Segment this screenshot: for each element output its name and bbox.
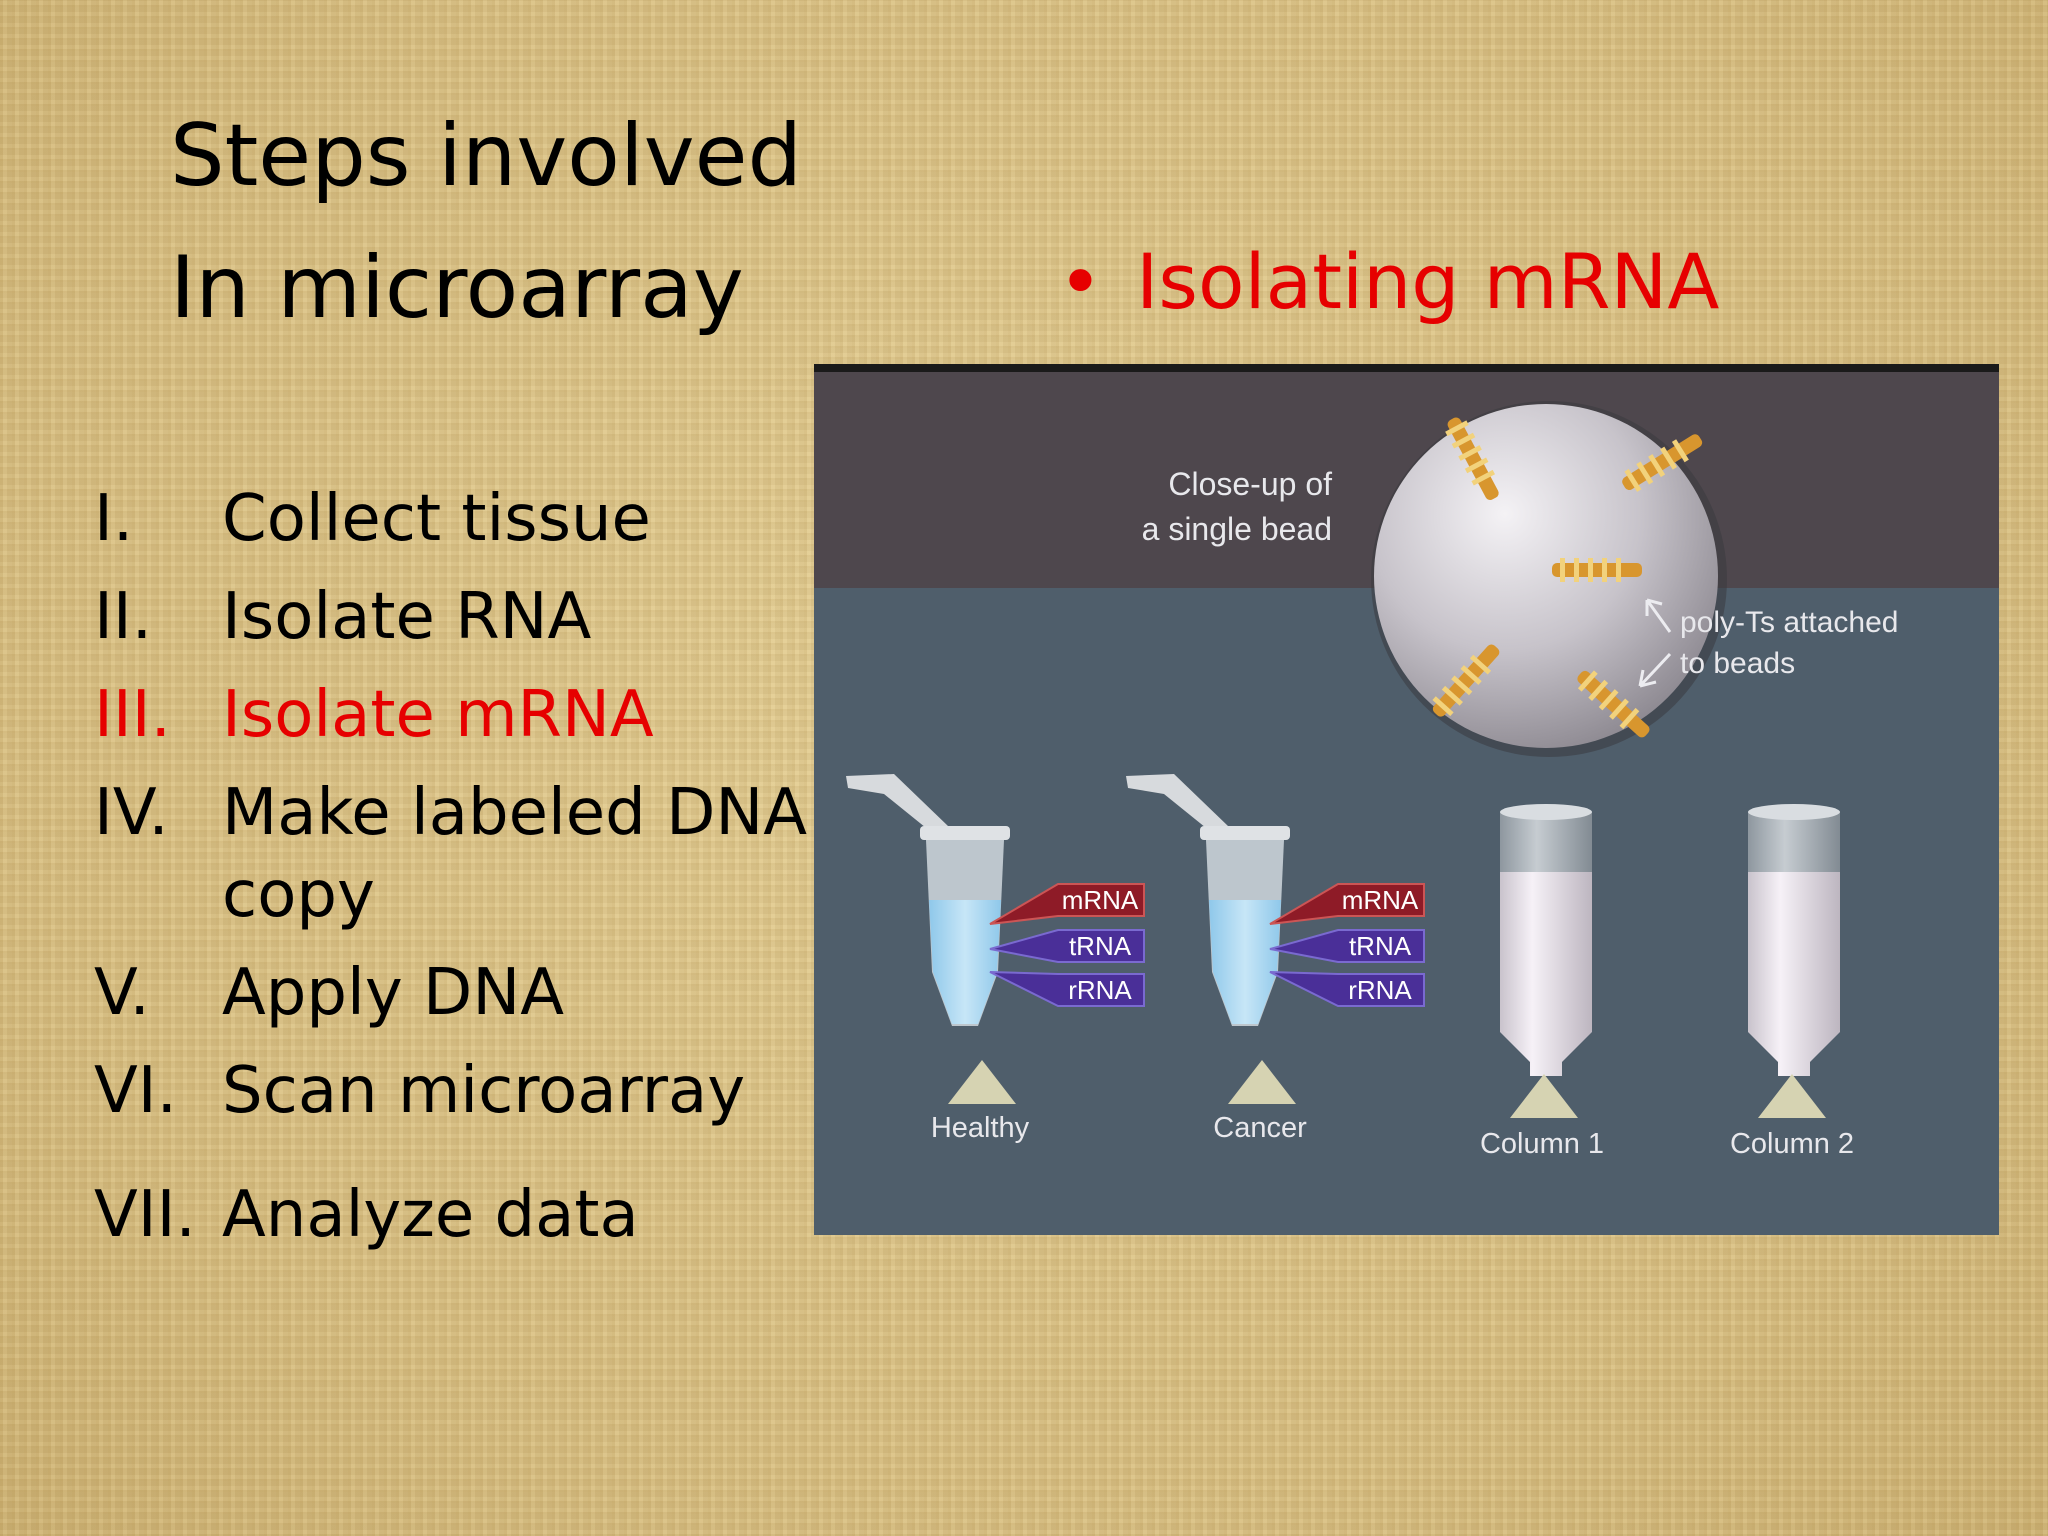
step-text: Isolate mRNA bbox=[222, 678, 654, 752]
step-number: III. bbox=[94, 678, 171, 752]
mrna-isolation-figure: Close-up of a single bead poly-Ts attach… bbox=[814, 364, 1999, 1235]
column-2-label: Column 2 bbox=[1730, 1128, 1854, 1160]
trna-tag bbox=[989, 929, 1145, 963]
step-number: V. bbox=[94, 956, 150, 1030]
bead-caption-line-2: a single bead bbox=[1142, 511, 1332, 547]
rrna-tag bbox=[1269, 971, 1425, 1007]
column-2-icon bbox=[1748, 804, 1840, 1076]
cancer-rna-tags: mRNA tRNA rRNA bbox=[1269, 883, 1425, 1007]
figure-top-border bbox=[814, 364, 1999, 372]
healthy-rna-tags: mRNA tRNA rRNA bbox=[989, 883, 1145, 1007]
poly-t-caption-line-2: to beads bbox=[1680, 647, 1795, 680]
mrna-tag-label: mRNA bbox=[1342, 885, 1419, 915]
step-text: Apply DNA bbox=[222, 956, 564, 1030]
figure-svg: Close-up of a single bead poly-Ts attach… bbox=[814, 364, 1999, 1235]
bead-caption-line-1: Close-up of bbox=[1168, 466, 1332, 502]
step-text: Scan microarray bbox=[222, 1054, 746, 1128]
poly-t-strand-icon bbox=[1432, 644, 1500, 717]
mrna-tag bbox=[989, 883, 1145, 925]
arrow-up-icon bbox=[1645, 598, 1672, 633]
mrna-tag bbox=[1269, 883, 1425, 925]
step-text-line-2: copy bbox=[222, 858, 375, 932]
poly-t-strand-icon bbox=[1622, 434, 1703, 492]
poly-t-strand-icon bbox=[1445, 417, 1499, 500]
column-1-marker-icon bbox=[1510, 1074, 1578, 1118]
bullet-dot: • bbox=[1058, 237, 1103, 326]
title-line-2: In microarray bbox=[170, 238, 744, 338]
bullet-heading: • Isolating mRNA bbox=[1058, 232, 1719, 332]
step-text-line-1: Make labeled DNA bbox=[222, 776, 807, 850]
cancer-label: Cancer bbox=[1213, 1112, 1307, 1144]
step-number: VII. bbox=[94, 1178, 196, 1252]
rrna-tag bbox=[989, 971, 1145, 1007]
rrna-tag-label: rRNA bbox=[1068, 975, 1132, 1005]
healthy-marker-icon bbox=[948, 1060, 1016, 1104]
step-number: II. bbox=[94, 580, 153, 654]
slide-title: Steps involved In microarray bbox=[170, 90, 802, 354]
healthy-label: Healthy bbox=[931, 1112, 1030, 1144]
bullet-text: Isolating mRNA bbox=[1136, 237, 1720, 326]
step-number: IV. bbox=[94, 776, 169, 850]
column-1-icon bbox=[1500, 804, 1592, 1076]
step-text: Analyze data bbox=[222, 1178, 639, 1252]
step-text: Isolate RNA bbox=[222, 580, 592, 654]
bead-icon bbox=[1374, 404, 1718, 748]
step-text: Make labeled DNA copy bbox=[222, 772, 807, 936]
cancer-tube-icon bbox=[1126, 774, 1290, 1026]
cancer-marker-icon bbox=[1228, 1060, 1296, 1104]
column-1-label: Column 1 bbox=[1480, 1128, 1604, 1160]
poly-t-strand-icon bbox=[1577, 670, 1650, 738]
poly-t-caption-line-1: poly-Ts attached bbox=[1680, 606, 1898, 639]
title-line-1: Steps involved bbox=[170, 106, 803, 206]
trna-tag-label: tRNA bbox=[1069, 931, 1132, 961]
column-2-marker-icon bbox=[1758, 1074, 1826, 1118]
trna-tag-label: tRNA bbox=[1349, 931, 1412, 961]
arrow-down-icon bbox=[1638, 652, 1672, 688]
step-number: VI. bbox=[94, 1054, 177, 1128]
mrna-tag-label: mRNA bbox=[1062, 885, 1139, 915]
trna-tag bbox=[1269, 929, 1425, 963]
step-number: I. bbox=[94, 482, 134, 556]
rrna-tag-label: rRNA bbox=[1348, 975, 1412, 1005]
step-text: Collect tissue bbox=[222, 482, 651, 556]
poly-t-strand-icon bbox=[1552, 558, 1642, 582]
healthy-tube-icon bbox=[846, 774, 1010, 1026]
